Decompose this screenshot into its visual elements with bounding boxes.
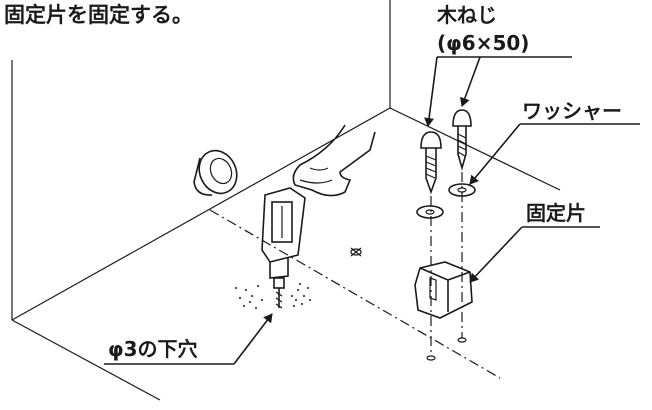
- pilot-hole-label: φ3の下穴: [108, 337, 198, 361]
- position-mark-icon: [350, 247, 362, 257]
- bracket-label: 固定片: [526, 201, 586, 225]
- wood-screw-icon: [452, 109, 472, 171]
- room-outline: [11, 0, 561, 401]
- floor-hole: [457, 337, 467, 343]
- tape-roll-icon: [193, 149, 238, 196]
- drill-icon: [261, 187, 306, 309]
- screw-size-label: (φ6×50): [437, 31, 529, 55]
- screw-leader: [424, 56, 438, 127]
- sawdust-dots: [235, 283, 311, 309]
- center-line: [209, 209, 501, 379]
- floor-hole: [426, 355, 436, 361]
- bracket-icon: [414, 261, 473, 319]
- washer-icon: [416, 205, 444, 219]
- step-heading: 固定片を固定する。: [4, 3, 193, 27]
- screw-name-label: 木ねじ: [436, 3, 497, 27]
- screw-leader-2: [460, 56, 481, 107]
- wood-screw-icon: [420, 131, 442, 195]
- hand-icon: [292, 124, 376, 197]
- pilot-hole-leader: [233, 313, 273, 365]
- washer-label: ワッシャー: [522, 99, 622, 123]
- bracket-leader: [469, 226, 523, 283]
- washer-leader: [469, 123, 521, 185]
